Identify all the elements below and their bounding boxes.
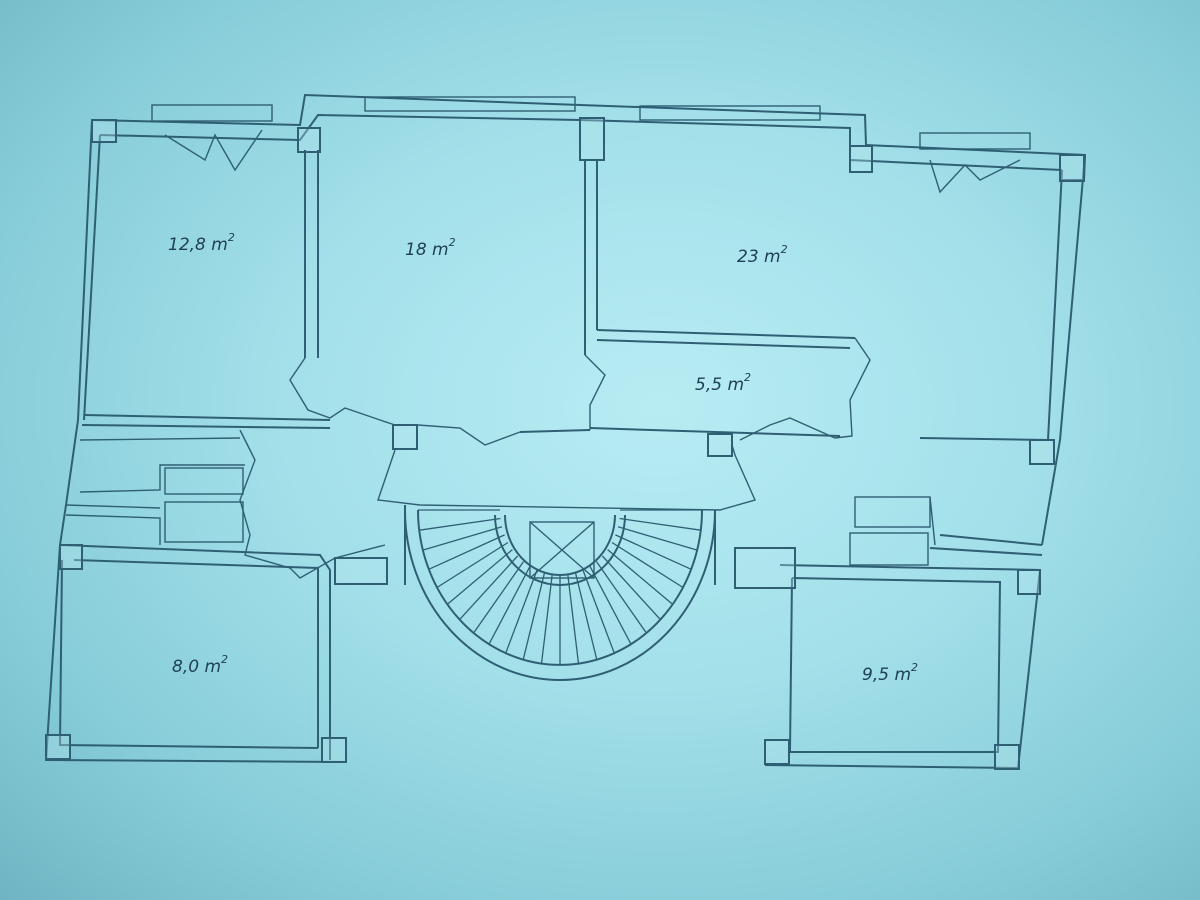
stair-tread [582,569,615,654]
door-swings [164,129,1021,579]
room-5-walls [44,544,388,763]
right-cupboards [849,496,936,566]
room-labels: 12,8 m2 18 m2 23 m2 5,5 m2 8,0 m2 9,5 m2 [168,231,918,685]
room-label-4: 5,5 m2 [695,371,751,395]
stair-tread [607,549,674,605]
left-cupboards [65,437,245,545]
stair-tread [436,541,509,589]
stair-tread [446,549,513,605]
stair-tread [459,555,519,621]
stair-tread [595,561,647,634]
stair-tread [611,541,684,589]
outer-walls [59,93,1087,546]
room-label-6: 9,5 m2 [862,661,918,685]
stair-tread [619,517,701,531]
room-label-1: 12,8 m2 [168,231,235,255]
stair-tread [589,565,632,645]
stair-tread [505,569,538,654]
stair-tread [422,526,503,551]
room-label-2: 18 m2 [405,236,456,260]
stair-tread [617,526,698,551]
stair-tread [473,561,525,634]
stair-steps [418,509,702,665]
stair-tread [615,534,692,570]
stair-tread [567,574,580,664]
room-label-3: 23 m2 [737,243,788,267]
stair-tread [488,565,531,645]
stair-tread [419,517,501,531]
room-label-5: 8,0 m2 [172,653,228,677]
stair-tread [522,572,546,660]
room-6-walls [734,547,1042,770]
stair-tread [428,534,505,570]
interior-walls [81,150,1055,556]
stair-tread [601,555,661,621]
spiral-staircase [404,505,716,681]
stair-tread [574,572,598,660]
stair-tread [540,574,553,664]
